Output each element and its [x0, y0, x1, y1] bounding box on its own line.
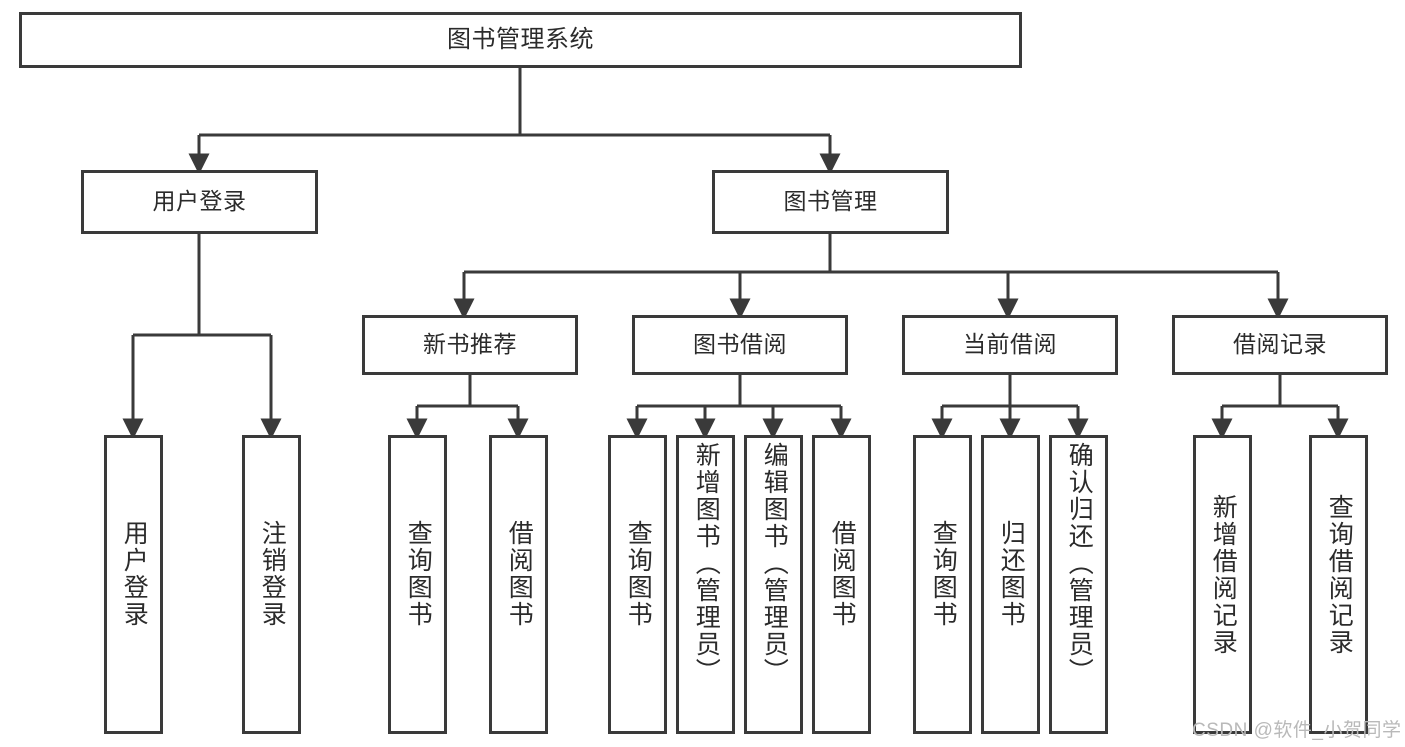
node-label: 借阅图书	[828, 520, 857, 628]
watermark-text: CSDN @软件_小贺同学	[1192, 720, 1402, 741]
leaf-new-book-query-book[interactable]: 查询图书	[388, 435, 447, 734]
leaf-new-book-borrow-book[interactable]: 借阅图书	[489, 435, 548, 734]
node-label: 新书推荐	[423, 331, 517, 358]
node-label: 图书管理	[783, 188, 878, 215]
leaf-current-borrow-return-book[interactable]: 归还图书	[981, 435, 1040, 734]
node-label: 用户登录	[120, 520, 149, 628]
leaf-user-login-login[interactable]: 用户登录	[104, 435, 163, 734]
node-book-borrow[interactable]: 图书借阅	[632, 315, 848, 375]
leaf-book-borrow-borrow-book[interactable]: 借阅图书	[812, 435, 871, 734]
node-user-login[interactable]: 用户登录	[81, 170, 318, 234]
node-label: 确认归还（管理员）	[1065, 442, 1094, 685]
leaf-current-borrow-query-book[interactable]: 查询图书	[913, 435, 972, 734]
leaf-borrow-record-query-record[interactable]: 查询借阅记录	[1309, 435, 1368, 734]
node-label: 新增借阅记录	[1209, 494, 1238, 656]
node-label: 新增图书（管理员）	[692, 442, 721, 685]
node-label: 当前借阅	[963, 331, 1057, 358]
node-label: 查询图书	[929, 520, 958, 628]
node-label: 借阅图书	[505, 520, 534, 628]
node-label: 查询图书	[624, 520, 653, 628]
node-label: 图书借阅	[693, 331, 787, 358]
node-label: 查询借阅记录	[1325, 494, 1354, 656]
node-book-management[interactable]: 图书管理	[712, 170, 949, 234]
leaf-book-borrow-edit-book-admin[interactable]: 编辑图书（管理员）	[744, 435, 803, 734]
leaf-book-borrow-add-book-admin[interactable]: 新增图书（管理员）	[676, 435, 735, 734]
node-root-system[interactable]: 图书管理系统	[19, 12, 1022, 68]
leaf-borrow-record-add-record[interactable]: 新增借阅记录	[1193, 435, 1252, 734]
leaf-user-login-logout[interactable]: 注销登录	[242, 435, 301, 734]
node-borrow-record[interactable]: 借阅记录	[1172, 315, 1388, 375]
node-label: 查询图书	[404, 520, 433, 628]
node-label: 编辑图书（管理员）	[760, 442, 789, 685]
node-label: 图书管理系统	[447, 25, 594, 53]
node-label: 注销登录	[258, 520, 287, 628]
node-new-book-recommend[interactable]: 新书推荐	[362, 315, 578, 375]
node-current-borrow[interactable]: 当前借阅	[902, 315, 1118, 375]
node-label: 归还图书	[997, 520, 1026, 628]
leaf-book-borrow-query-book[interactable]: 查询图书	[608, 435, 667, 734]
node-label: 借阅记录	[1233, 331, 1327, 358]
leaf-current-borrow-confirm-return-admin[interactable]: 确认归还（管理员）	[1049, 435, 1108, 734]
node-label: 用户登录	[152, 188, 247, 215]
